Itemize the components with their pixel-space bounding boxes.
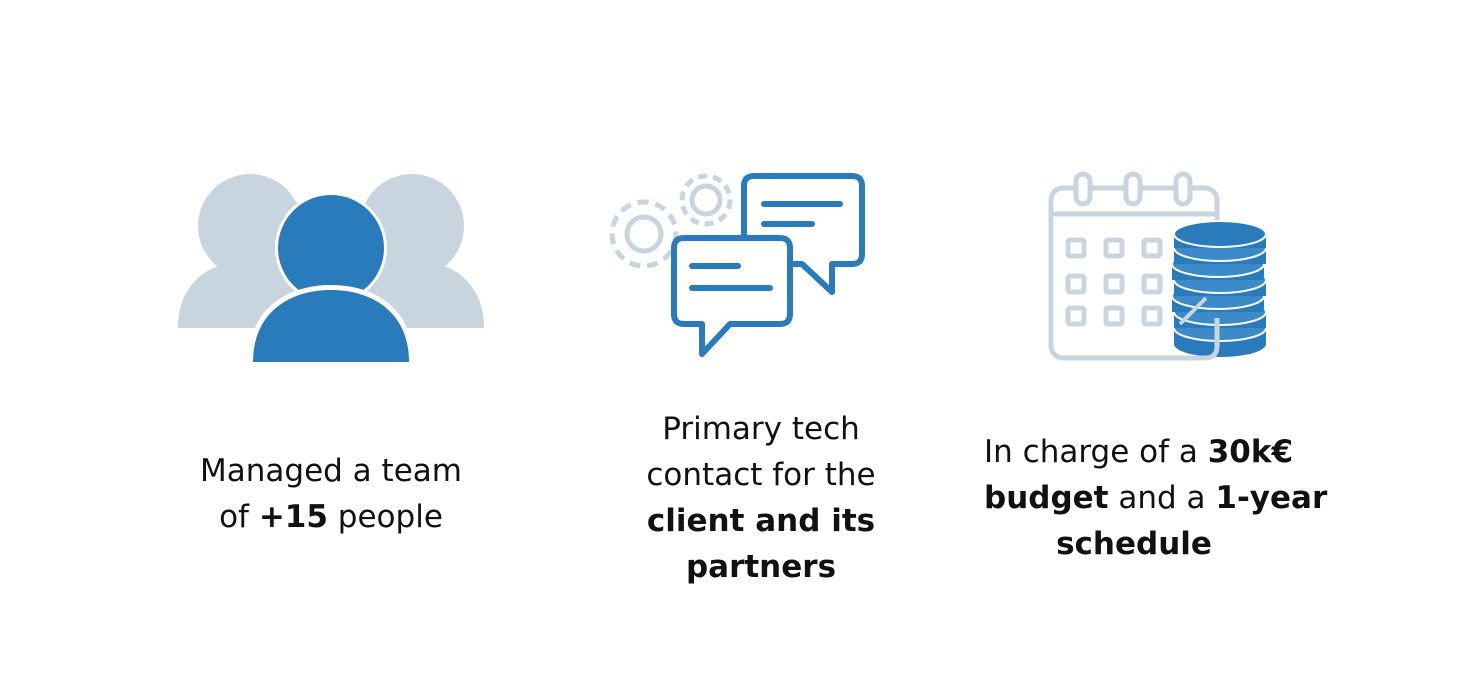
caption-line: Managed a team xyxy=(181,448,481,494)
caption-line: Primary tech xyxy=(611,406,911,452)
caption-line: In charge of a 30k€ xyxy=(984,429,1293,475)
caption-text-bold: budget xyxy=(984,480,1109,516)
caption-line: client and its xyxy=(611,498,911,544)
caption-text: and a xyxy=(1108,480,1216,516)
caption-line: budget and a 1-year xyxy=(984,475,1327,521)
caption-line: of +15 people xyxy=(181,494,481,540)
caption-text: of xyxy=(219,499,259,535)
caption-text: contact for the xyxy=(646,457,876,493)
caption-text-bold: 30k€ xyxy=(1207,434,1294,470)
caption-line: partners xyxy=(611,544,911,590)
caption-text-bold: +15 xyxy=(258,499,328,535)
caption-text: Primary tech xyxy=(662,411,860,447)
gear-small-icon xyxy=(679,173,733,227)
person-front-icon xyxy=(248,192,414,362)
caption-text-bold: schedule xyxy=(1056,526,1212,562)
chat-bubbles-gears-icon xyxy=(609,173,865,357)
budget-caption: In charge of a 30k€ budget and a 1-year … xyxy=(984,429,1327,567)
caption-text: Managed a team xyxy=(200,453,462,489)
chat-bubble-front-icon xyxy=(671,235,793,357)
caption-text-bold: client and its xyxy=(646,503,876,539)
caption-line: contact for the xyxy=(611,452,911,498)
caption-text: In charge of a xyxy=(984,434,1208,470)
calendar-coins-icon xyxy=(1048,171,1267,361)
tech-contact-caption: Primary tech contact for the client and … xyxy=(611,406,911,590)
caption-text-bold: partners xyxy=(685,549,837,585)
team-caption: Managed a team of +15 people xyxy=(181,448,481,540)
gear-large-icon xyxy=(609,199,679,269)
caption-line: schedule xyxy=(984,521,1284,567)
calendar-icon xyxy=(1048,171,1220,361)
caption-text: people xyxy=(327,499,443,535)
caption-text-bold: 1-year xyxy=(1215,480,1328,516)
team-people-icon xyxy=(178,174,484,362)
